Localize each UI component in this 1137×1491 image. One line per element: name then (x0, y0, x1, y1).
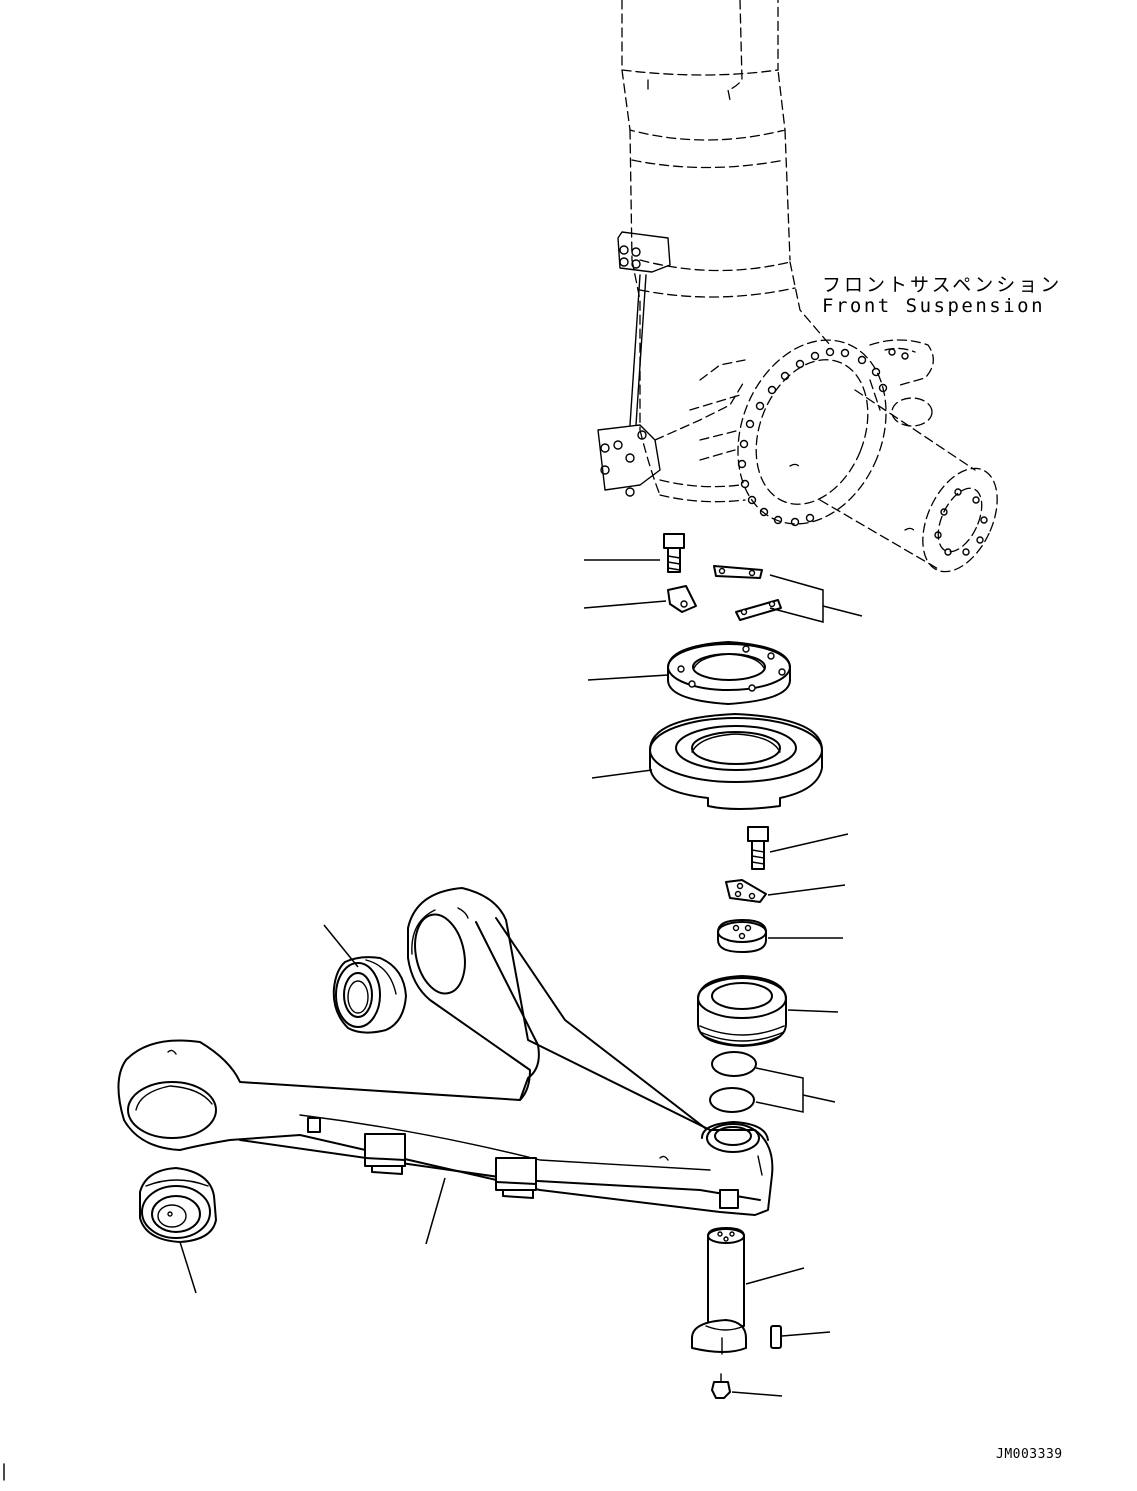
retainer-ring (587, 641, 791, 705)
cap-plate (717, 919, 843, 953)
arm-bushing-rear (139, 1167, 217, 1294)
arm-bushing-front (323, 924, 407, 1034)
assembly-label-english: Front Suspension (822, 295, 1046, 317)
pin (691, 1227, 805, 1355)
spherical-bushing (697, 975, 839, 1047)
dowel (770, 1325, 831, 1349)
assembly-label-japanese: フロントサスペンション (822, 274, 1063, 296)
seal-housing (591, 713, 823, 810)
bolt-upper (584, 533, 685, 573)
bolt-middle (747, 826, 849, 870)
grease-fitting (711, 1373, 783, 1399)
lock-plate-upper (583, 585, 697, 613)
lock-plate-pair (713, 565, 863, 623)
shim-pair (709, 1051, 836, 1113)
front-suspension-phantom (621, 0, 998, 573)
suspension-arm (117, 887, 774, 1245)
sensor-bracket (597, 231, 671, 497)
drawing-number: JM003339 (996, 1447, 1063, 1462)
lock-plate-triangle (725, 879, 846, 903)
